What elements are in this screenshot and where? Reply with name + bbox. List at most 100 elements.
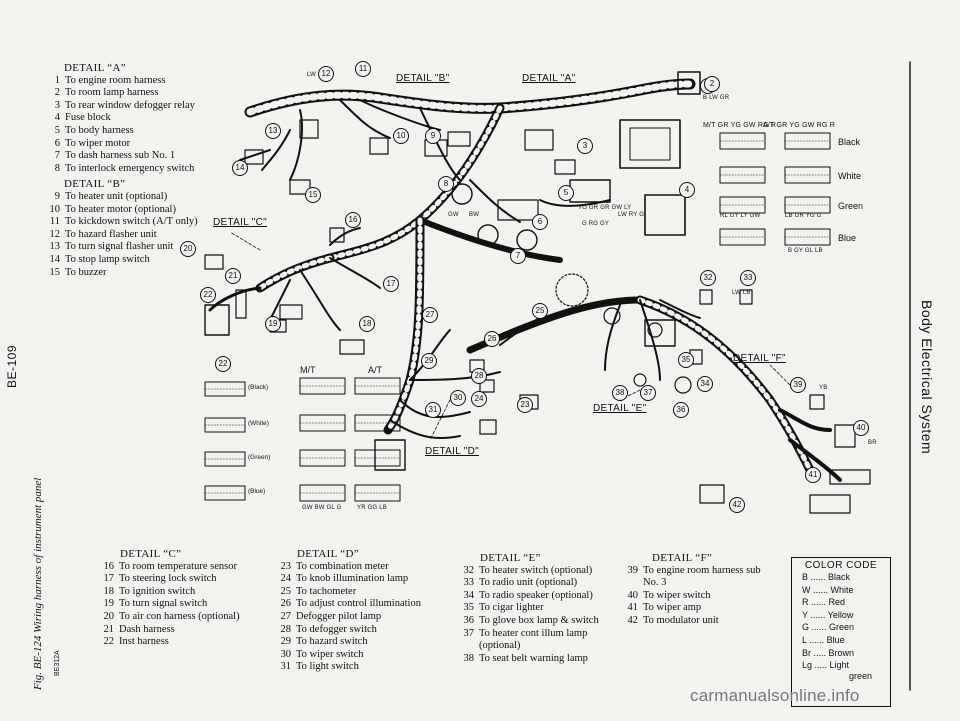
legend-blue: Blue [838, 233, 857, 243]
diagram-label-detail-b: DETAIL "B" [396, 73, 450, 84]
detail-f-title: DETAIL “F” [652, 552, 713, 564]
diagram-label-detail-c: DETAIL "C" [213, 217, 267, 228]
detail-d-title: DETAIL “D” [297, 548, 359, 560]
callout-36: 36 [673, 402, 689, 418]
callout-22: 22 [200, 287, 216, 303]
callout-27: 27 [422, 307, 438, 323]
detail-e-item: (optional) [479, 640, 521, 652]
wire-code-at: A/T GR YG GW RG R [763, 122, 835, 129]
wire-code-small-1: B LW GR [703, 95, 730, 101]
callout-16: 16 [345, 212, 361, 228]
wire-code-small-10: YR GG LB [357, 505, 387, 511]
callout-25: 25 [532, 303, 548, 319]
wire-code-bw: BW [469, 212, 480, 218]
callout-7: 7 [510, 248, 526, 264]
detail-c-title: DETAIL “C” [120, 548, 182, 560]
wire-code-mt: M/T GR YG GW RG R [703, 122, 777, 129]
callout-12: 12 [318, 66, 334, 82]
legend-small-green: (Green) [248, 454, 271, 461]
callout-24: 24 [471, 391, 487, 407]
callout-30: 30 [450, 390, 466, 406]
callout-40: 40 [853, 420, 869, 436]
callout-10: 10 [393, 128, 409, 144]
callout-42: 42 [729, 497, 745, 513]
callout-29: 29 [421, 353, 437, 369]
callout-21: 21 [225, 268, 241, 284]
callout-19: 19 [265, 316, 281, 332]
color-code-box: COLOR CODE B ...... Black W ...... White… [791, 557, 891, 707]
callout-15: 15 [305, 187, 321, 203]
callout-3: 3 [577, 138, 593, 154]
callout-2: 2 [704, 76, 720, 92]
transmission-mt: M/T [300, 365, 316, 375]
callout-11: 11 [355, 61, 371, 77]
color-code-row: Y ...... Yellow [802, 609, 854, 620]
callout-41: 41 [805, 467, 821, 483]
wire-code-gw: GW [448, 212, 459, 218]
wire-code-small-6: LB GR YG G [785, 213, 822, 219]
callout-28: 28 [471, 368, 487, 384]
callout-32: 32 [700, 270, 716, 286]
callout-23: 23 [517, 397, 533, 413]
legend-black: Black [838, 137, 861, 147]
wire-code-small-7: B GY GL LB [788, 248, 823, 254]
callout-4: 4 [679, 182, 695, 198]
callout-14: 14 [232, 160, 248, 176]
callout-20: 20 [180, 241, 196, 257]
callout-22b: 22 [215, 356, 231, 372]
callout-5: 5 [558, 185, 574, 201]
detail-a-title: DETAIL “A” [64, 62, 126, 74]
wire-code-small-4: G RG GY [582, 221, 610, 227]
color-code-row: R ...... Red [802, 597, 846, 608]
figure-caption: Fig. BE-124 Wiring harness of instrument… [32, 477, 44, 690]
legend-green: Green [838, 201, 864, 211]
diagram-label-detail-d: DETAIL "D" [425, 446, 479, 457]
callout-6: 6 [532, 214, 548, 230]
color-code-row: Lg ..... Light [802, 660, 850, 671]
watermark-footer: carmanualsonline.info [690, 686, 860, 705]
wire-code-yb: YB [819, 385, 828, 391]
wire-code-small-3: LW RY G [618, 212, 645, 218]
wire-code-lw: LW [307, 72, 316, 78]
callout-39: 39 [790, 377, 806, 393]
callout-38: 38 [612, 385, 628, 401]
detail-e-title: DETAIL “E” [480, 552, 541, 564]
legend-white: White [838, 171, 862, 181]
callout-13: 13 [265, 123, 281, 139]
